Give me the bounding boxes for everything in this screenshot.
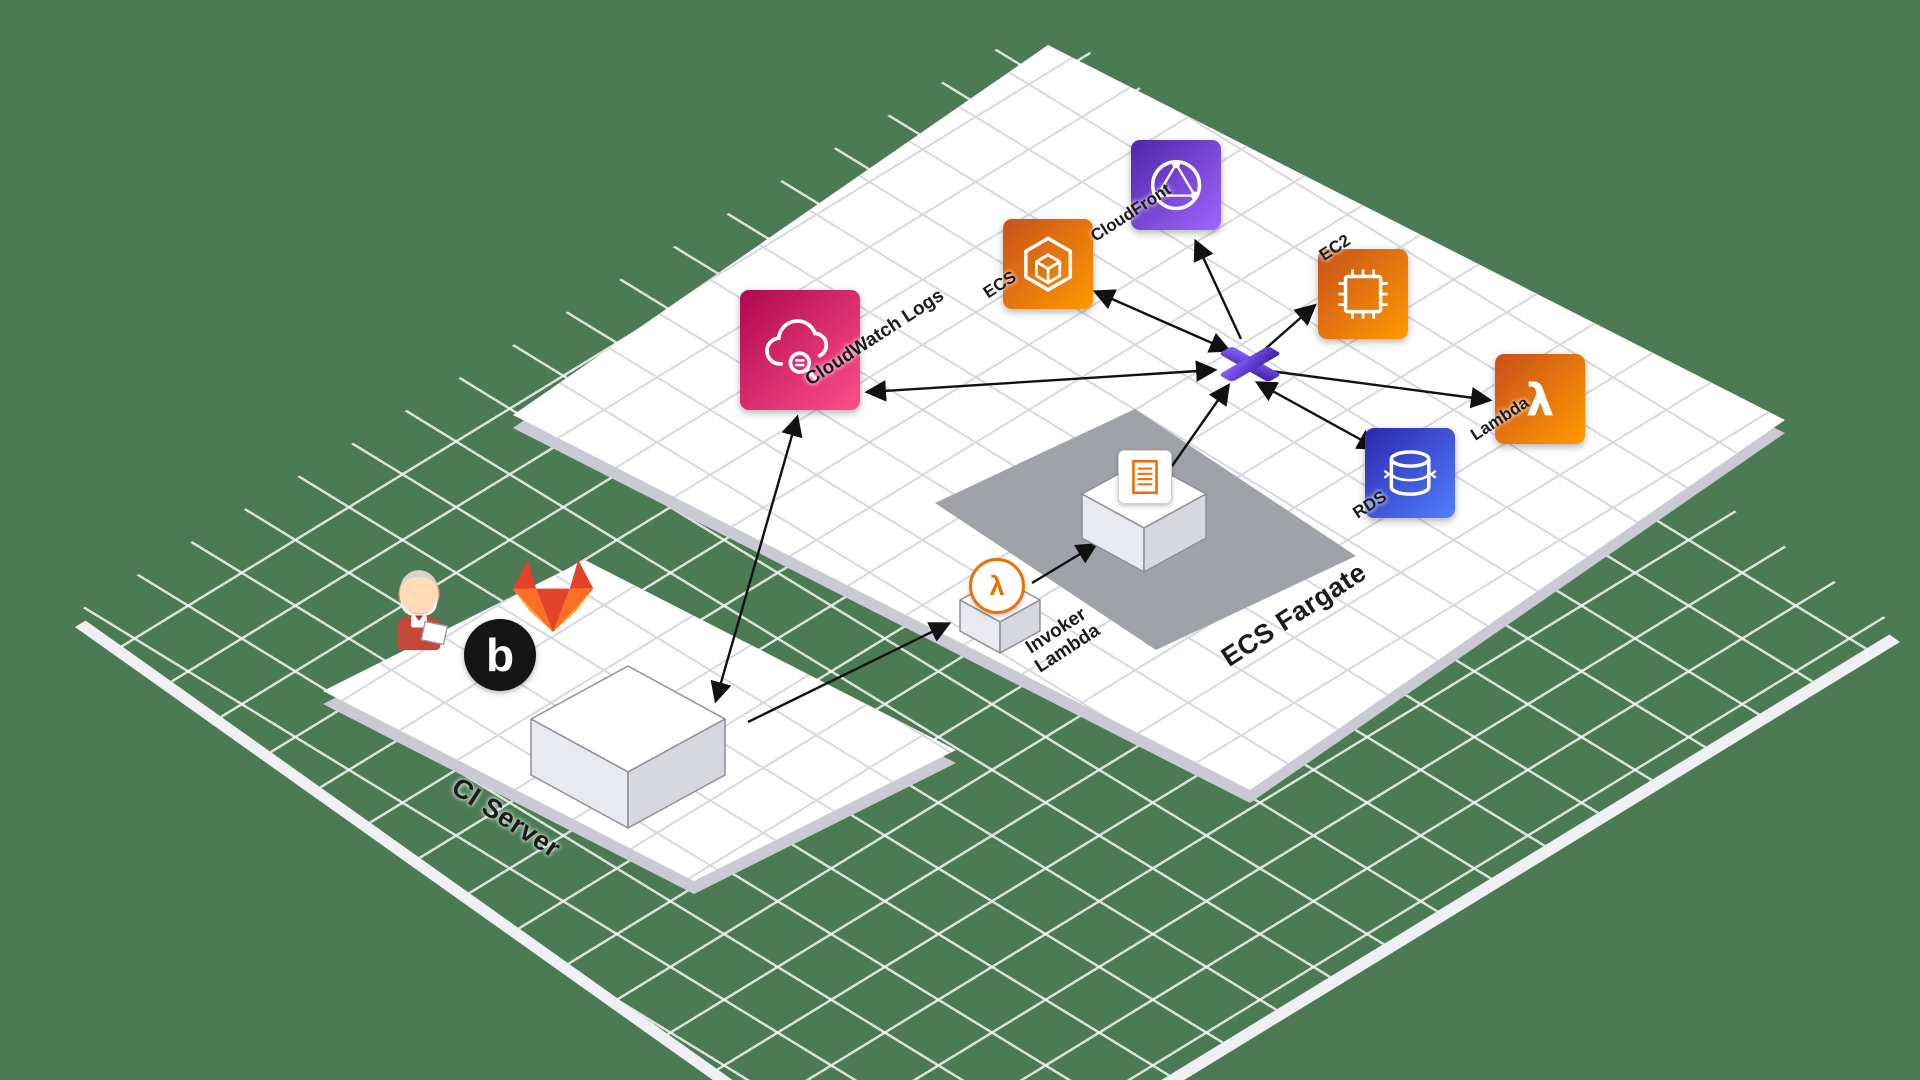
gitlab-icon	[511, 558, 595, 636]
buddy-icon: b	[464, 619, 536, 691]
buddy-glyph: b	[485, 629, 515, 681]
rds-icon	[1365, 428, 1455, 518]
ecs-icon	[1003, 219, 1093, 309]
ci-server-box	[530, 665, 726, 829]
document-icon	[1118, 450, 1172, 504]
lambda-icon: λ	[1495, 354, 1585, 444]
ec2-icon	[1318, 249, 1408, 339]
lambda-glyph: λ	[1526, 375, 1554, 426]
invoker-lambda-icon: λ	[969, 558, 1025, 614]
cloudfront-icon	[1131, 140, 1221, 230]
cloudwatch-logs-icon	[740, 290, 860, 410]
lambda-glyph: λ	[989, 570, 1005, 601]
x-connector-icon	[1220, 347, 1280, 382]
jenkins-icon	[379, 556, 459, 651]
